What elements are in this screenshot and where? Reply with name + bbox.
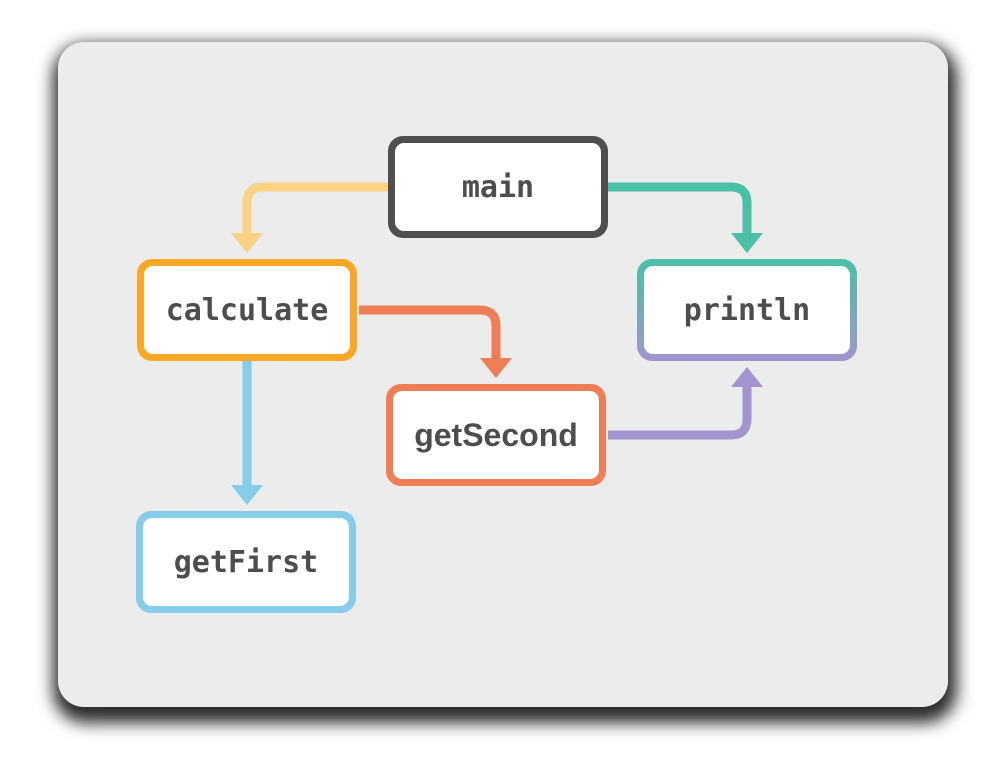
- node-println-label: println: [683, 292, 811, 328]
- node-calculate: calculate: [137, 259, 357, 361]
- node-getfirst-label: getFirst: [173, 544, 319, 580]
- node-main-label: main: [461, 169, 535, 205]
- node-main-box: main: [395, 143, 601, 231]
- node-getsecond: getSecond: [386, 384, 606, 486]
- node-main: main: [388, 136, 608, 238]
- node-println: println: [637, 259, 857, 361]
- node-getsecond-label: getSecond: [414, 416, 578, 453]
- node-calculate-label: calculate: [165, 292, 329, 328]
- node-calculate-box: calculate: [144, 266, 350, 354]
- node-getfirst: getFirst: [136, 511, 356, 613]
- node-getfirst-box: getFirst: [143, 518, 349, 606]
- node-getsecond-box: getSecond: [393, 391, 599, 479]
- node-println-box: println: [644, 266, 850, 354]
